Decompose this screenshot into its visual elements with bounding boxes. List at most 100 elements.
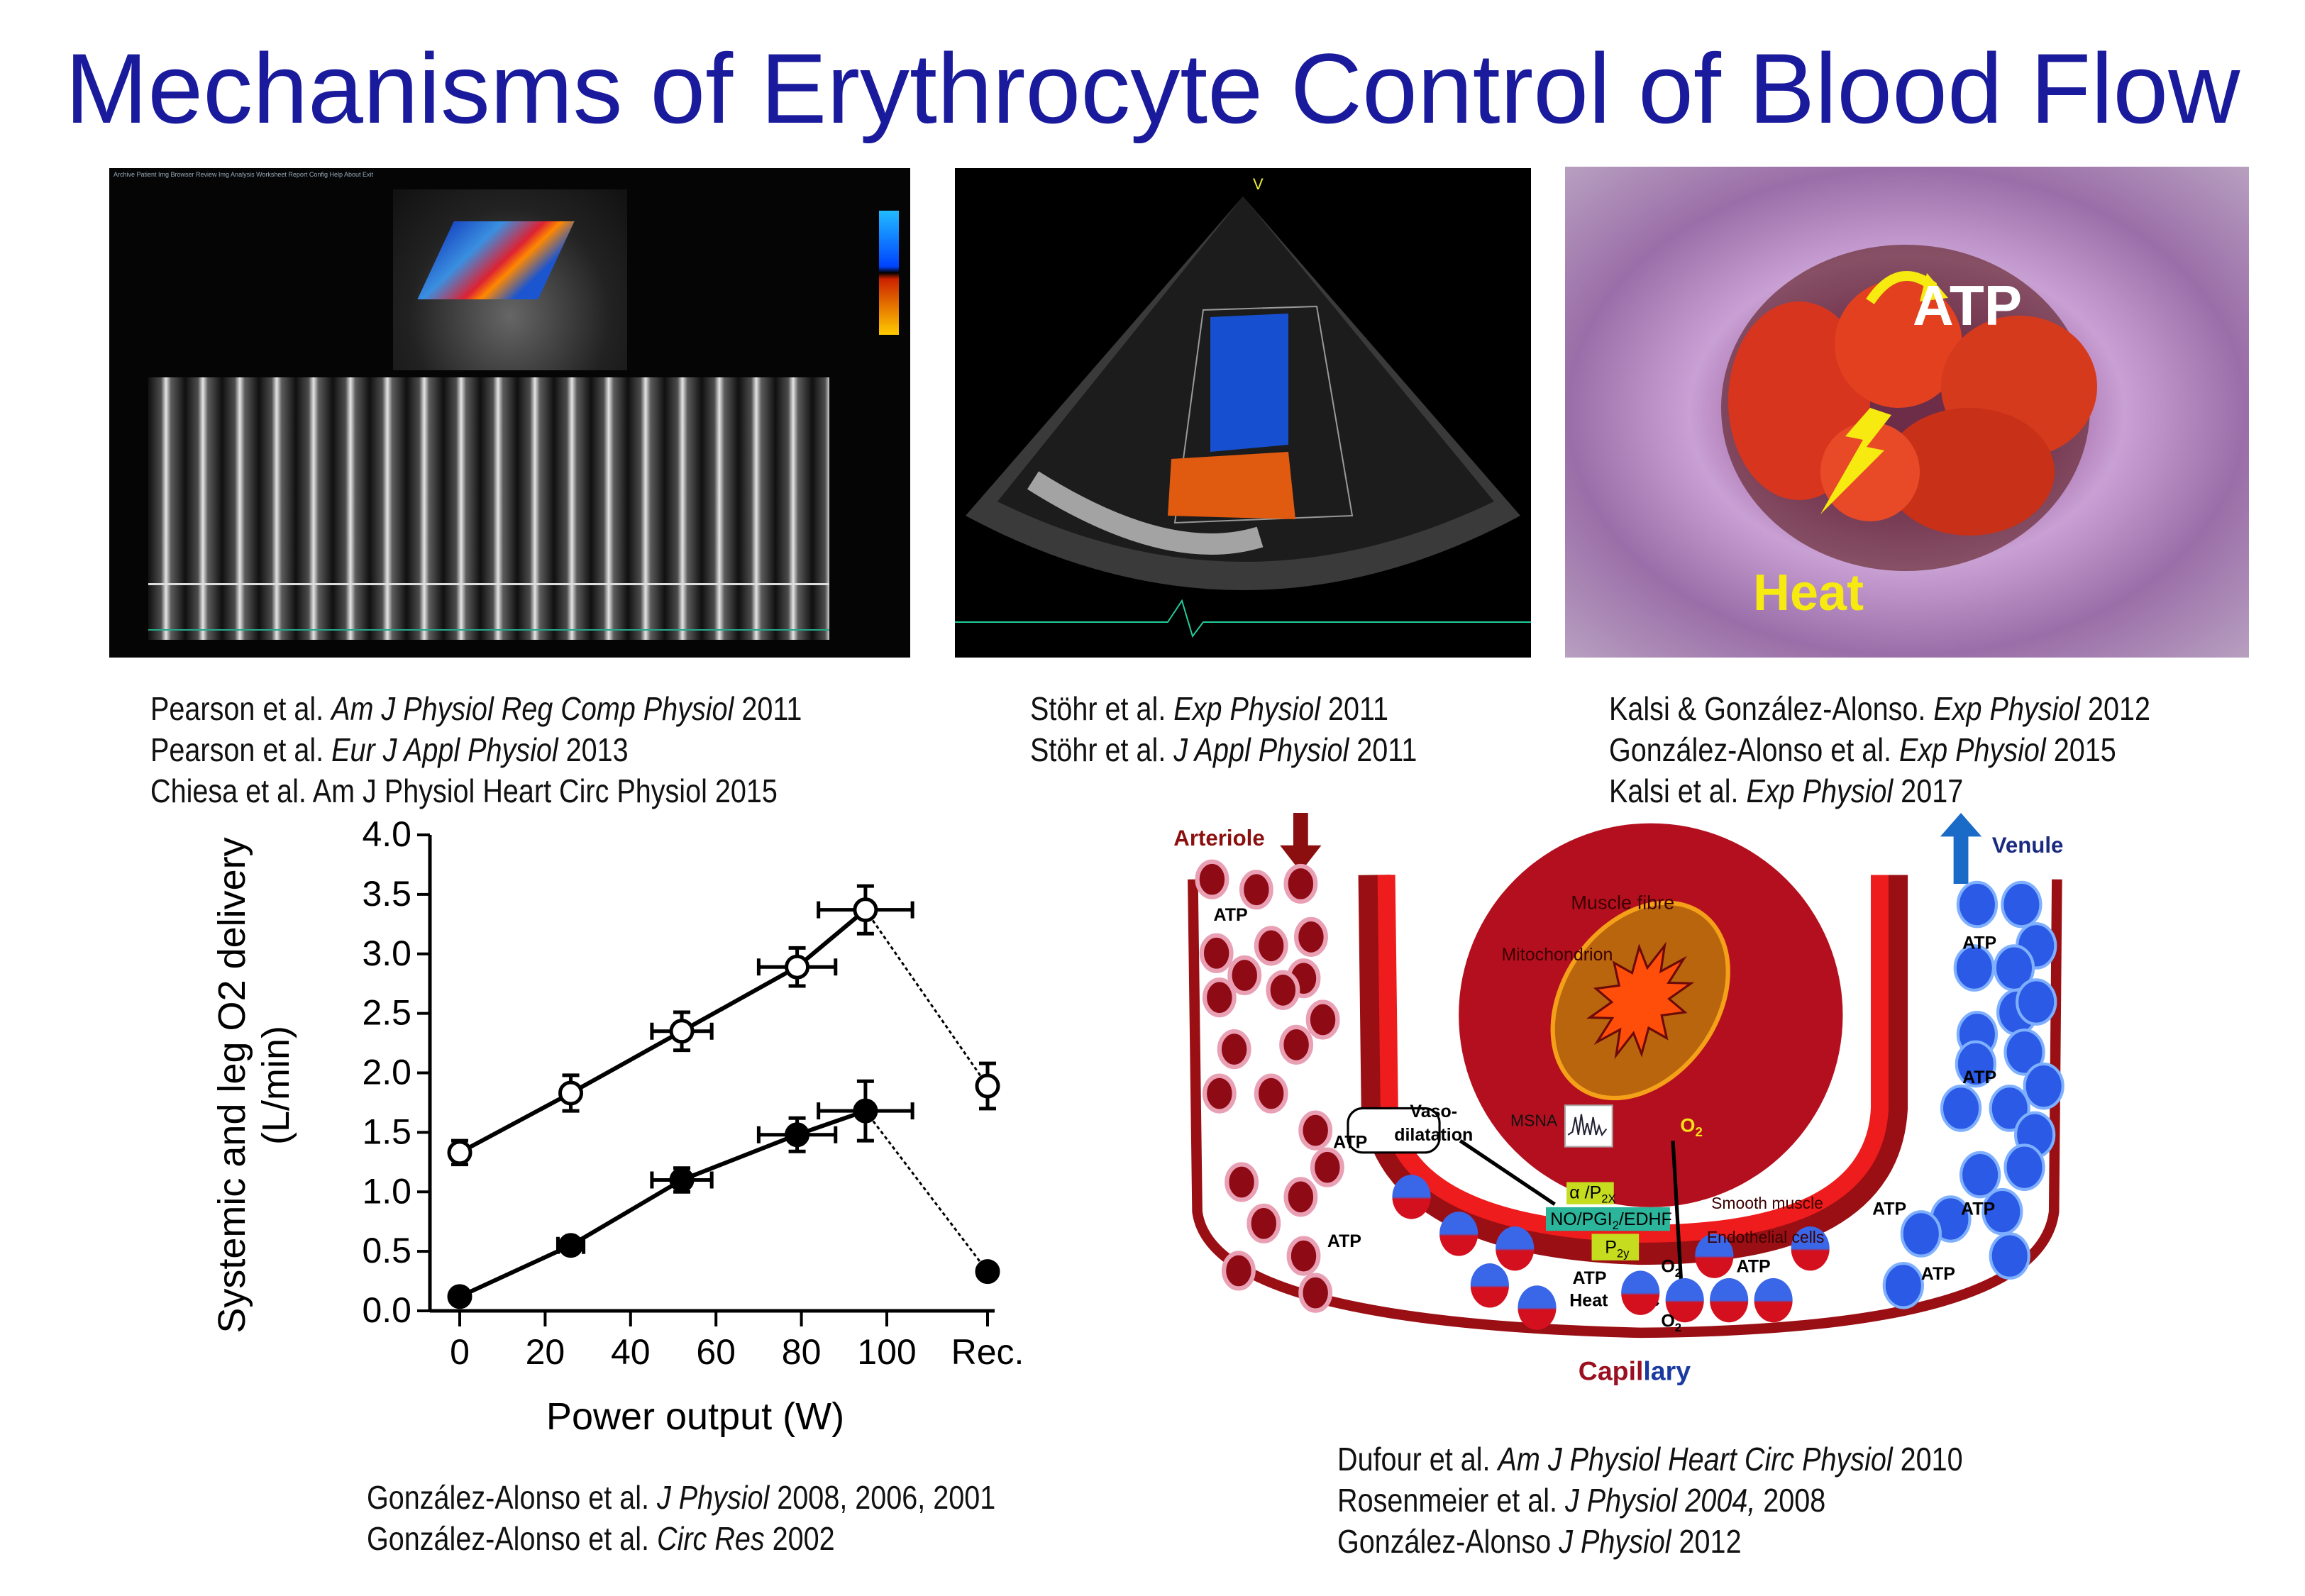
filled-circle-point [669,1167,695,1192]
filled-circle-point [853,1098,878,1124]
atp-label: ATP [1913,274,2023,337]
x-tick-label: Rec. [951,1332,1024,1372]
deoxygenated-red-blood-cell [2001,880,2043,929]
filled-circle-point [447,1284,472,1309]
alpha-p2x-receptor [1566,1182,1614,1204]
y-tick-label: 4.0 [362,814,411,854]
reference-post: 2012 [2080,690,2151,727]
reference-line: Stöhr et al. J Appl Physiol 2011 [1030,729,1417,770]
atp-label: ATP [1327,1231,1361,1251]
y-axis-label-line2: (L/min) [255,1026,297,1145]
reference-journal: J Appl Physiol [1173,731,1349,768]
atp-label: ATP [1214,905,1248,925]
oxygenated-red-blood-cell [1225,1162,1259,1202]
atp-label: ATP [1572,1268,1606,1288]
heat-label: Heat [1753,565,1864,621]
oxygenated-red-blood-cell [1247,1203,1281,1243]
no-pgi-edhf-label: NO/PGI2/EDHF [1550,1209,1672,1232]
reference-post: 2002 [764,1520,835,1557]
oxygenated-red-blood-cell [1254,1073,1288,1114]
oxygenated-red-blood-cell [1298,1273,1333,1313]
partially-deoxygenated-red-blood-cell [1621,1270,1660,1315]
x-tick-label: 80 [782,1332,822,1372]
atp-label: ATP [1961,1199,1995,1219]
y-tick-label: 2.0 [362,1053,411,1092]
ecg-trace [148,629,829,631]
reference-post: 2011 [734,690,802,727]
smooth-muscle-label: Smooth muscle [1711,1194,1823,1212]
y-tick-label: 1.5 [362,1112,411,1151]
open-circle-point [669,1019,695,1044]
partially-deoxygenated-red-blood-cell [1392,1175,1431,1219]
capillary-label: Capillary [1579,1356,1691,1386]
oxygenated-red-blood-cell [1298,1110,1333,1151]
capillary-mechanism-diagram: Arteriole Venule Capillary Muscle fibre … [1173,813,2064,1386]
vasodilatation-arrow [1459,1139,1556,1206]
reference-line: Rosenmeier et al. J Physiol 2004, 2008 [1337,1480,1825,1521]
vasodilatation-label-1: Vaso- [1410,1102,1457,1121]
oxygenated-red-blood-cell [1266,970,1300,1010]
muscle-fibre-label: Muscle fibre [1571,892,1674,913]
echocardiogram-image: V [955,168,1531,658]
oxygenated-red-blood-cell [1254,926,1288,966]
partially-deoxygenated-red-blood-cell [1518,1285,1557,1330]
reference-line: Pearson et al. Am J Physiol Reg Comp Phy… [150,688,802,729]
reference-journal: Am J Physiol Heart Circ Physiol [1498,1441,1893,1478]
y-axis-label-line1: Systemic and leg O2 delivery [211,837,253,1333]
deoxygenated-red-blood-cell [1959,1151,2001,1199]
x-tick-label: 100 [857,1332,916,1372]
y-tick-label: 3.5 [362,874,411,914]
open-circle-point [853,897,878,923]
y-tick-label: 2.5 [362,993,411,1033]
y-tick-label: 0.5 [362,1231,411,1270]
oxygenated-red-blood-cell [1286,1236,1321,1276]
partially-deoxygenated-red-blood-cell [1496,1226,1535,1271]
reference-post: 2011 [1349,731,1417,768]
reference-journal: J Physiol [1559,1523,1671,1560]
reference-pre: Rosenmeier et al. [1337,1482,1566,1519]
reference-journal: Am J Physiol Reg Comp Physiol [331,690,734,727]
atp-label: ATP [1921,1264,1955,1284]
deoxygenated-red-blood-cell [2023,1062,2064,1110]
oxygenated-red-blood-cell [1283,1177,1318,1217]
atp-label: ATP [1962,933,1996,953]
alpha-p2x-label: α /P2X [1569,1182,1615,1205]
o2-arrow [1671,1141,1684,1293]
reference-line: González-Alonso et al. J Physiol 2008, 2… [367,1477,995,1518]
color-scale-bar [879,211,899,335]
atp-label: ATP [1872,1199,1906,1219]
reference-post: 2013 [558,731,629,768]
filled-circle-point [785,1122,810,1148]
oxygenated-red-blood-cell [1217,1029,1251,1070]
msna-label: MSNA [1510,1111,1558,1129]
arteriole-label: Arteriole [1173,826,1264,850]
msna-trace [1567,1114,1608,1137]
p2y-label: P2y [1605,1237,1630,1260]
red-blood-cells-illustration [1721,245,2097,571]
y-tick-label: 1.0 [362,1171,411,1211]
reference-post: 2008, 2006, 2001 [769,1479,996,1516]
slide-title: Mechanisms of Erythrocyte Control of Blo… [65,33,2240,144]
y-tick-label: 3.0 [362,933,411,973]
reference-journal: Eur J Appl Physiol [331,731,558,768]
ultrasound-menu-bar: Archive Patient Img Browser Review Img A… [114,171,373,178]
partially-deoxygenated-red-blood-cell [1665,1278,1704,1323]
partially-deoxygenated-red-blood-cell [1710,1278,1749,1323]
atp-label: ATP [1333,1133,1367,1153]
partially-deoxygenated-red-blood-cell [1470,1263,1509,1308]
reference-line: Dufour et al. Am J Physiol Heart Circ Ph… [1337,1439,1963,1480]
y-tick-label: 0.0 [362,1290,411,1330]
mitochondrion-label: Mitochondrion [1502,945,1613,965]
reference-pre: Chiesa et al. Am J Physiol Heart Circ Ph… [150,772,778,809]
oxygenated-red-blood-cell [1227,955,1262,996]
reference-journal: Exp Physiol [1746,772,1894,809]
reference-line: Chiesa et al. Am J Physiol Heart Circ Ph… [150,770,778,811]
x-axis-label: Power output (W) [546,1395,844,1438]
smooth-muscle-layer [1377,875,1889,1243]
deoxygenated-red-blood-cell [2016,978,2057,1026]
reference-pre: Pearson et al. [150,690,332,727]
oxygenated-red-blood-cell [1221,1251,1256,1291]
oxygenated-red-blood-cell [1305,999,1340,1040]
reference-line: Kalsi & González-Alonso. Exp Physiol 201… [1609,688,2150,729]
